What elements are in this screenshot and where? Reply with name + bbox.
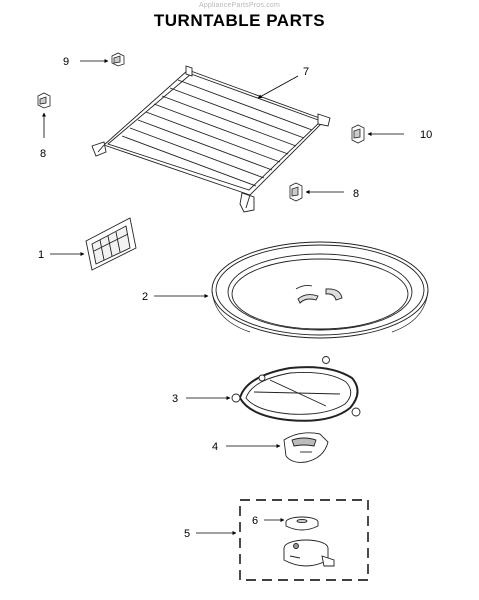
callout-6: 6 bbox=[252, 515, 258, 527]
clip-icon-8-right bbox=[289, 182, 303, 202]
glass-tray-illustration bbox=[211, 241, 429, 339]
motor-kit-box bbox=[239, 499, 369, 581]
coupler-illustration bbox=[283, 432, 329, 463]
motor-cap-illustration bbox=[285, 516, 319, 531]
callout-7: 7 bbox=[303, 66, 309, 78]
diagram-title: TURNTABLE PARTS bbox=[153, 11, 326, 30]
motor-illustration bbox=[283, 539, 335, 567]
leader-line-7 bbox=[257, 75, 299, 99]
callout-3: 3 bbox=[172, 393, 178, 405]
cover-illustration bbox=[85, 217, 137, 271]
clip-icon-9 bbox=[111, 52, 125, 67]
clip-icon-10 bbox=[351, 124, 365, 144]
callout-2: 2 bbox=[142, 291, 148, 303]
clip-icon-8-left bbox=[37, 92, 51, 109]
callout-4: 4 bbox=[212, 441, 218, 453]
callout-10: 10 bbox=[420, 129, 432, 141]
watermark: AppliancePartsPros.com bbox=[198, 2, 281, 9]
callout-8-right: 8 bbox=[353, 188, 359, 200]
roller-ring-illustration bbox=[231, 356, 361, 422]
rack-illustration bbox=[91, 65, 331, 213]
callout-8-left: 8 bbox=[40, 148, 46, 160]
callout-9: 9 bbox=[63, 56, 69, 68]
callout-1: 1 bbox=[38, 249, 44, 261]
callout-5: 5 bbox=[184, 528, 190, 540]
